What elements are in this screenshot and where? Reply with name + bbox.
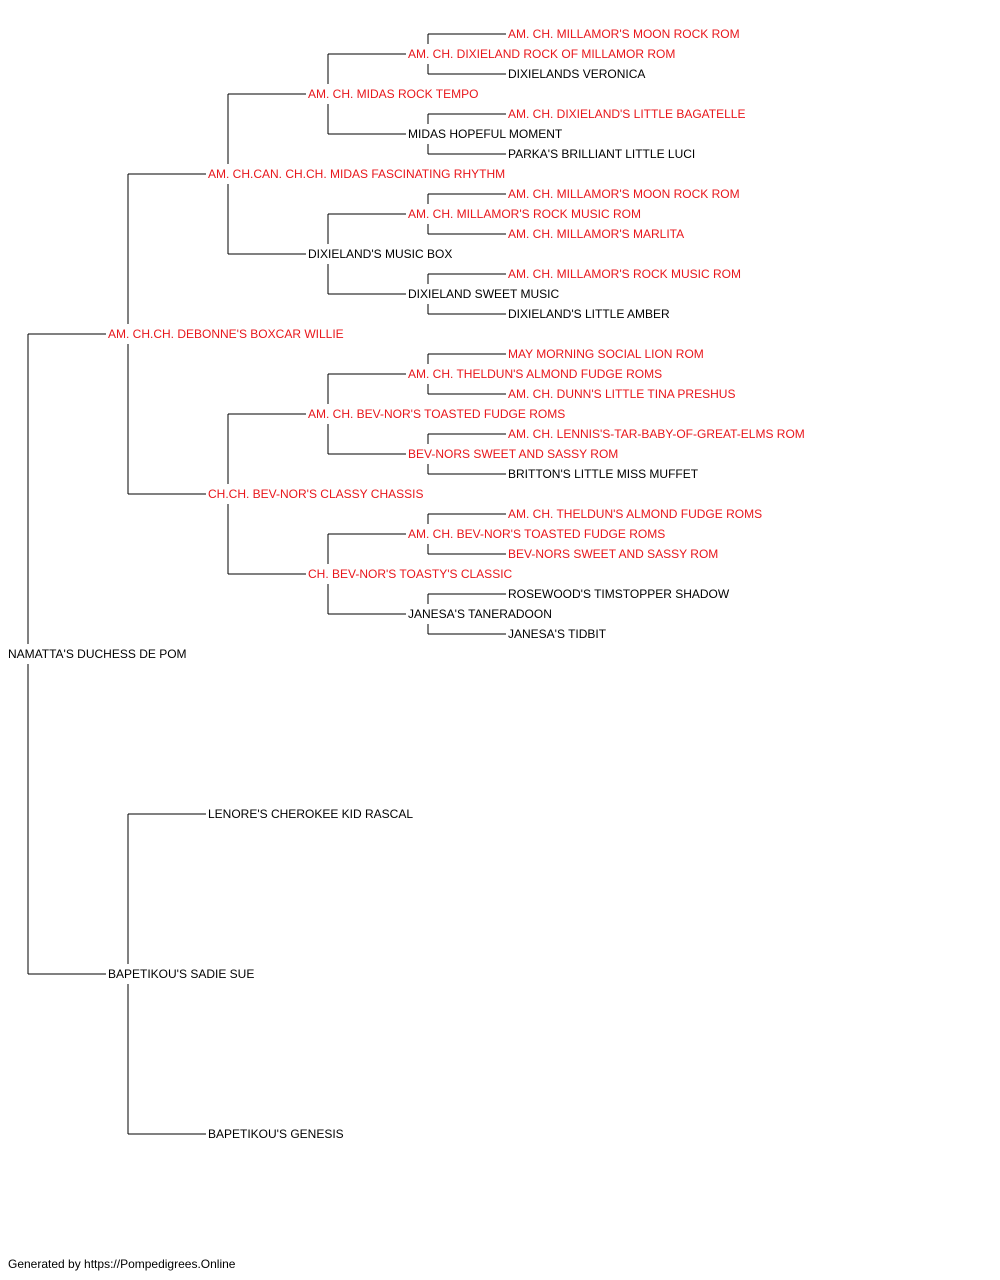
pedigree-name: MAY MORNING SOCIAL LION ROM <box>508 347 704 361</box>
pedigree-name: BRITTON'S LITTLE MISS MUFFET <box>508 467 699 481</box>
pedigree-name: LENORE'S CHEROKEE KID RASCAL <box>208 807 413 821</box>
pedigree-name: BAPETIKOU'S SADIE SUE <box>108 967 254 981</box>
pedigree-name: AM. CH. MIDAS ROCK TEMPO <box>308 87 478 101</box>
pedigree-name: AM. CH.CH. DEBONNE'S BOXCAR WILLIE <box>108 327 344 341</box>
pedigree-name: BEV-NORS SWEET AND SASSY ROM <box>408 447 618 461</box>
pedigree-name: AM. CH. MILLAMOR'S MARLITA <box>508 227 684 241</box>
pedigree-name: AM. CH. BEV-NOR'S TOASTED FUDGE ROMS <box>408 527 665 541</box>
pedigree-name: DIXIELAND SWEET MUSIC <box>408 287 559 301</box>
pedigree-name: AM. CH. MILLAMOR'S ROCK MUSIC ROM <box>408 207 641 221</box>
pedigree-name: AM. CH. DUNN'S LITTLE TINA PRESHUS <box>508 387 735 401</box>
pedigree-name: BEV-NORS SWEET AND SASSY ROM <box>508 547 718 561</box>
pedigree-name: DIXIELAND'S MUSIC BOX <box>308 247 452 261</box>
pedigree-name: CH. BEV-NOR'S TOASTY'S CLASSIC <box>308 567 513 581</box>
pedigree-name: MIDAS HOPEFUL MOMENT <box>408 127 563 141</box>
pedigree-name: DIXIELAND'S LITTLE AMBER <box>508 307 670 321</box>
pedigree-name: AM. CH. DIXIELAND'S LITTLE BAGATELLE <box>508 107 745 121</box>
pedigree-name: ROSEWOOD'S TIMSTOPPER SHADOW <box>508 587 730 601</box>
pedigree-name: AM. CH. THELDUN'S ALMOND FUDGE ROMS <box>408 367 662 381</box>
pedigree-name: AM. CH. LENNIS'S-TAR-BABY-OF-GREAT-ELMS … <box>508 427 805 441</box>
pedigree-name: DIXIELANDS VERONICA <box>508 67 645 81</box>
pedigree-name: CH.CH. BEV-NOR'S CLASSY CHASSIS <box>208 487 423 501</box>
pedigree-name: NAMATTA'S DUCHESS DE POM <box>8 647 187 661</box>
pedigree-name: AM. CH. MILLAMOR'S ROCK MUSIC ROM <box>508 267 741 281</box>
pedigree-name: AM. CH.CAN. CH.CH. MIDAS FASCINATING RHY… <box>208 167 505 181</box>
pedigree-name: AM. CH. MILLAMOR'S MOON ROCK ROM <box>508 187 740 201</box>
pedigree-name: JANESA'S TANERADOON <box>408 607 552 621</box>
pedigree-name: PARKA'S BRILLIANT LITTLE LUCI <box>508 147 695 161</box>
pedigree-name: AM. CH. BEV-NOR'S TOASTED FUDGE ROMS <box>308 407 565 421</box>
pedigree-name: AM. CH. DIXIELAND ROCK OF MILLAMOR ROM <box>408 47 675 61</box>
pedigree-name: BAPETIKOU'S GENESIS <box>208 1127 344 1141</box>
pedigree-name: AM. CH. MILLAMOR'S MOON ROCK ROM <box>508 27 740 41</box>
pedigree-name: AM. CH. THELDUN'S ALMOND FUDGE ROMS <box>508 507 762 521</box>
footer-credit: Generated by https://Pompedigrees.Online <box>8 1257 236 1271</box>
pedigree-name: JANESA'S TIDBIT <box>508 627 607 641</box>
